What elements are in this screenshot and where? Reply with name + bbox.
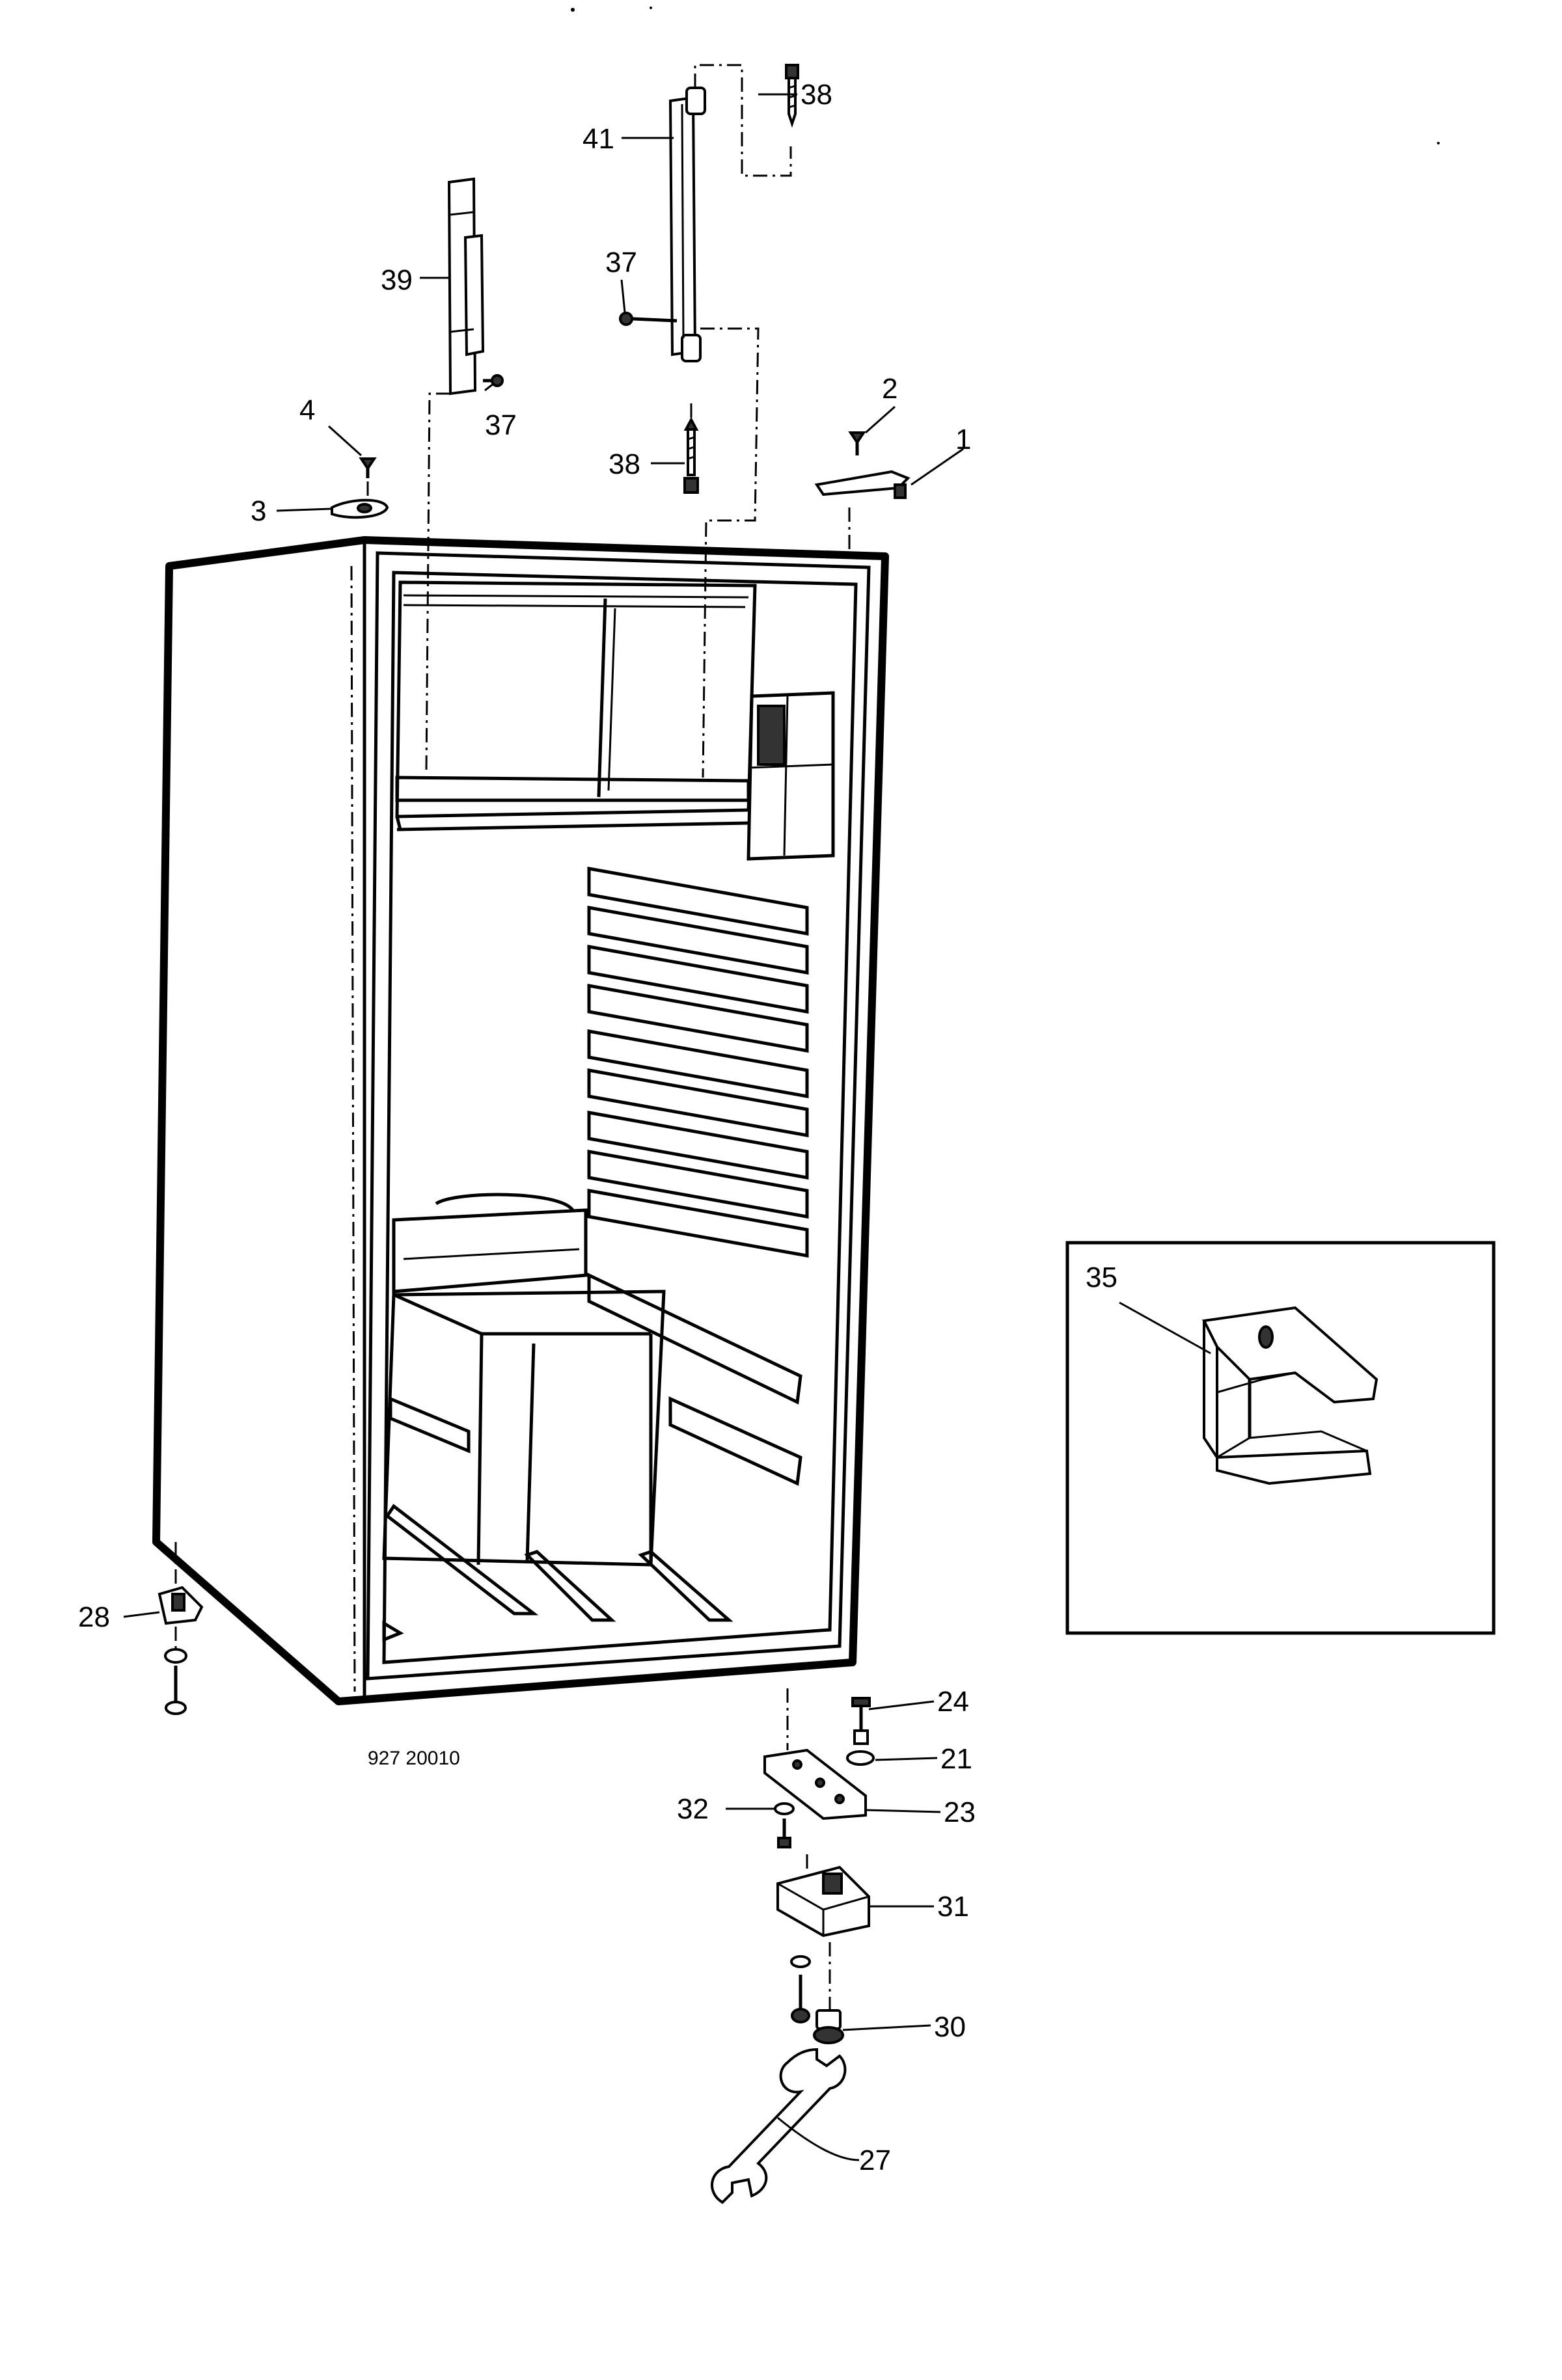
top-hinge-1 bbox=[814, 470, 911, 550]
hinge-washer-3 bbox=[331, 481, 389, 519]
left-foot-28 bbox=[158, 1586, 204, 1715]
foot-block-31 bbox=[776, 1854, 870, 1938]
screw-38-top bbox=[785, 64, 799, 128]
callout-27: 27 bbox=[859, 2144, 891, 2176]
callout-28: 28 bbox=[78, 1601, 110, 1633]
callout-35: 35 bbox=[1086, 1262, 1117, 1293]
crisper-drawer bbox=[382, 1273, 802, 1567]
adjust-screw bbox=[790, 1942, 831, 2023]
callout-41: 41 bbox=[582, 123, 614, 155]
washer-21 bbox=[846, 1750, 875, 1766]
callout-24: 24 bbox=[937, 1686, 969, 1718]
callout-37-upper: 37 bbox=[605, 247, 637, 278]
callout-38-top: 38 bbox=[801, 79, 832, 111]
levelling-foot-30 bbox=[813, 2009, 844, 2044]
screw-38-mid bbox=[683, 403, 699, 494]
callout-labels: 38 41 37 39 37 2 4 1 38 3 35 28 927 2001… bbox=[78, 79, 1117, 2176]
screw-4 bbox=[359, 457, 377, 478]
thermostat-housing bbox=[747, 691, 835, 861]
leader-lines bbox=[123, 93, 1211, 2161]
callout-31: 31 bbox=[937, 1891, 969, 1923]
screw-2 bbox=[848, 431, 866, 455]
callout-21: 21 bbox=[940, 1743, 972, 1775]
callout-30: 30 bbox=[934, 2011, 966, 2043]
refrigerator-cabinet bbox=[152, 536, 889, 1705]
callout-39: 39 bbox=[381, 264, 413, 296]
inner-liner bbox=[382, 571, 858, 1664]
drawing-code: 927 20010 bbox=[368, 1748, 460, 1769]
callout-32: 32 bbox=[677, 1793, 709, 1825]
wrench-27 bbox=[711, 2048, 847, 2204]
floor-rails bbox=[382, 1504, 733, 1642]
callout-23: 23 bbox=[944, 1796, 976, 1828]
inset-detail-box bbox=[1065, 1241, 1496, 1635]
callout-4: 4 bbox=[299, 394, 315, 426]
washer-32 bbox=[774, 1802, 795, 1848]
door-frame bbox=[366, 551, 871, 1681]
bolt-24 bbox=[851, 1697, 871, 1745]
callout-38-mid: 38 bbox=[609, 448, 640, 480]
drip-tray bbox=[392, 1193, 588, 1293]
callout-1: 1 bbox=[955, 424, 971, 455]
callout-3: 3 bbox=[251, 495, 266, 527]
cabinet-outline bbox=[152, 536, 889, 1705]
door-handle-right bbox=[619, 64, 792, 778]
shelf-rails bbox=[587, 867, 809, 1258]
callout-2: 2 bbox=[882, 373, 897, 405]
callout-37-lower: 37 bbox=[485, 409, 517, 441]
bracket-35 bbox=[1201, 1306, 1378, 1485]
bottom-hinge-23 bbox=[763, 1688, 867, 1820]
freezer-compartment bbox=[395, 580, 757, 832]
door-handle-left bbox=[425, 177, 504, 772]
